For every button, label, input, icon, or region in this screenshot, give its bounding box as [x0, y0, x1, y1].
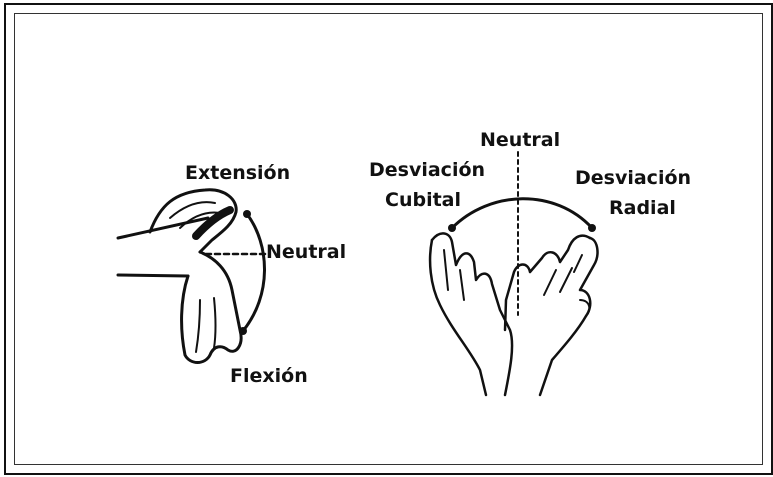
radial-deviation-label-line1: Desviación: [575, 167, 691, 189]
flexion-label: Flexión: [230, 365, 308, 387]
deviation-arc: [452, 199, 592, 228]
extension-label: Extensión: [185, 162, 290, 184]
flexion-extension-arc: [243, 214, 265, 331]
ulnar-deviation-label-line2: Cubital: [385, 189, 461, 211]
radial-hand-shape: [540, 238, 597, 395]
radial-deviation-label-line2: Radial: [609, 197, 676, 219]
flexed-hand-shape: [182, 252, 242, 363]
ulnar-deviation-label-line1: Desviación: [369, 159, 485, 181]
flexion-extension-figure: [118, 190, 266, 363]
neutral-label-top: Neutral: [480, 129, 560, 151]
neutral-label-left: Neutral: [266, 241, 346, 263]
